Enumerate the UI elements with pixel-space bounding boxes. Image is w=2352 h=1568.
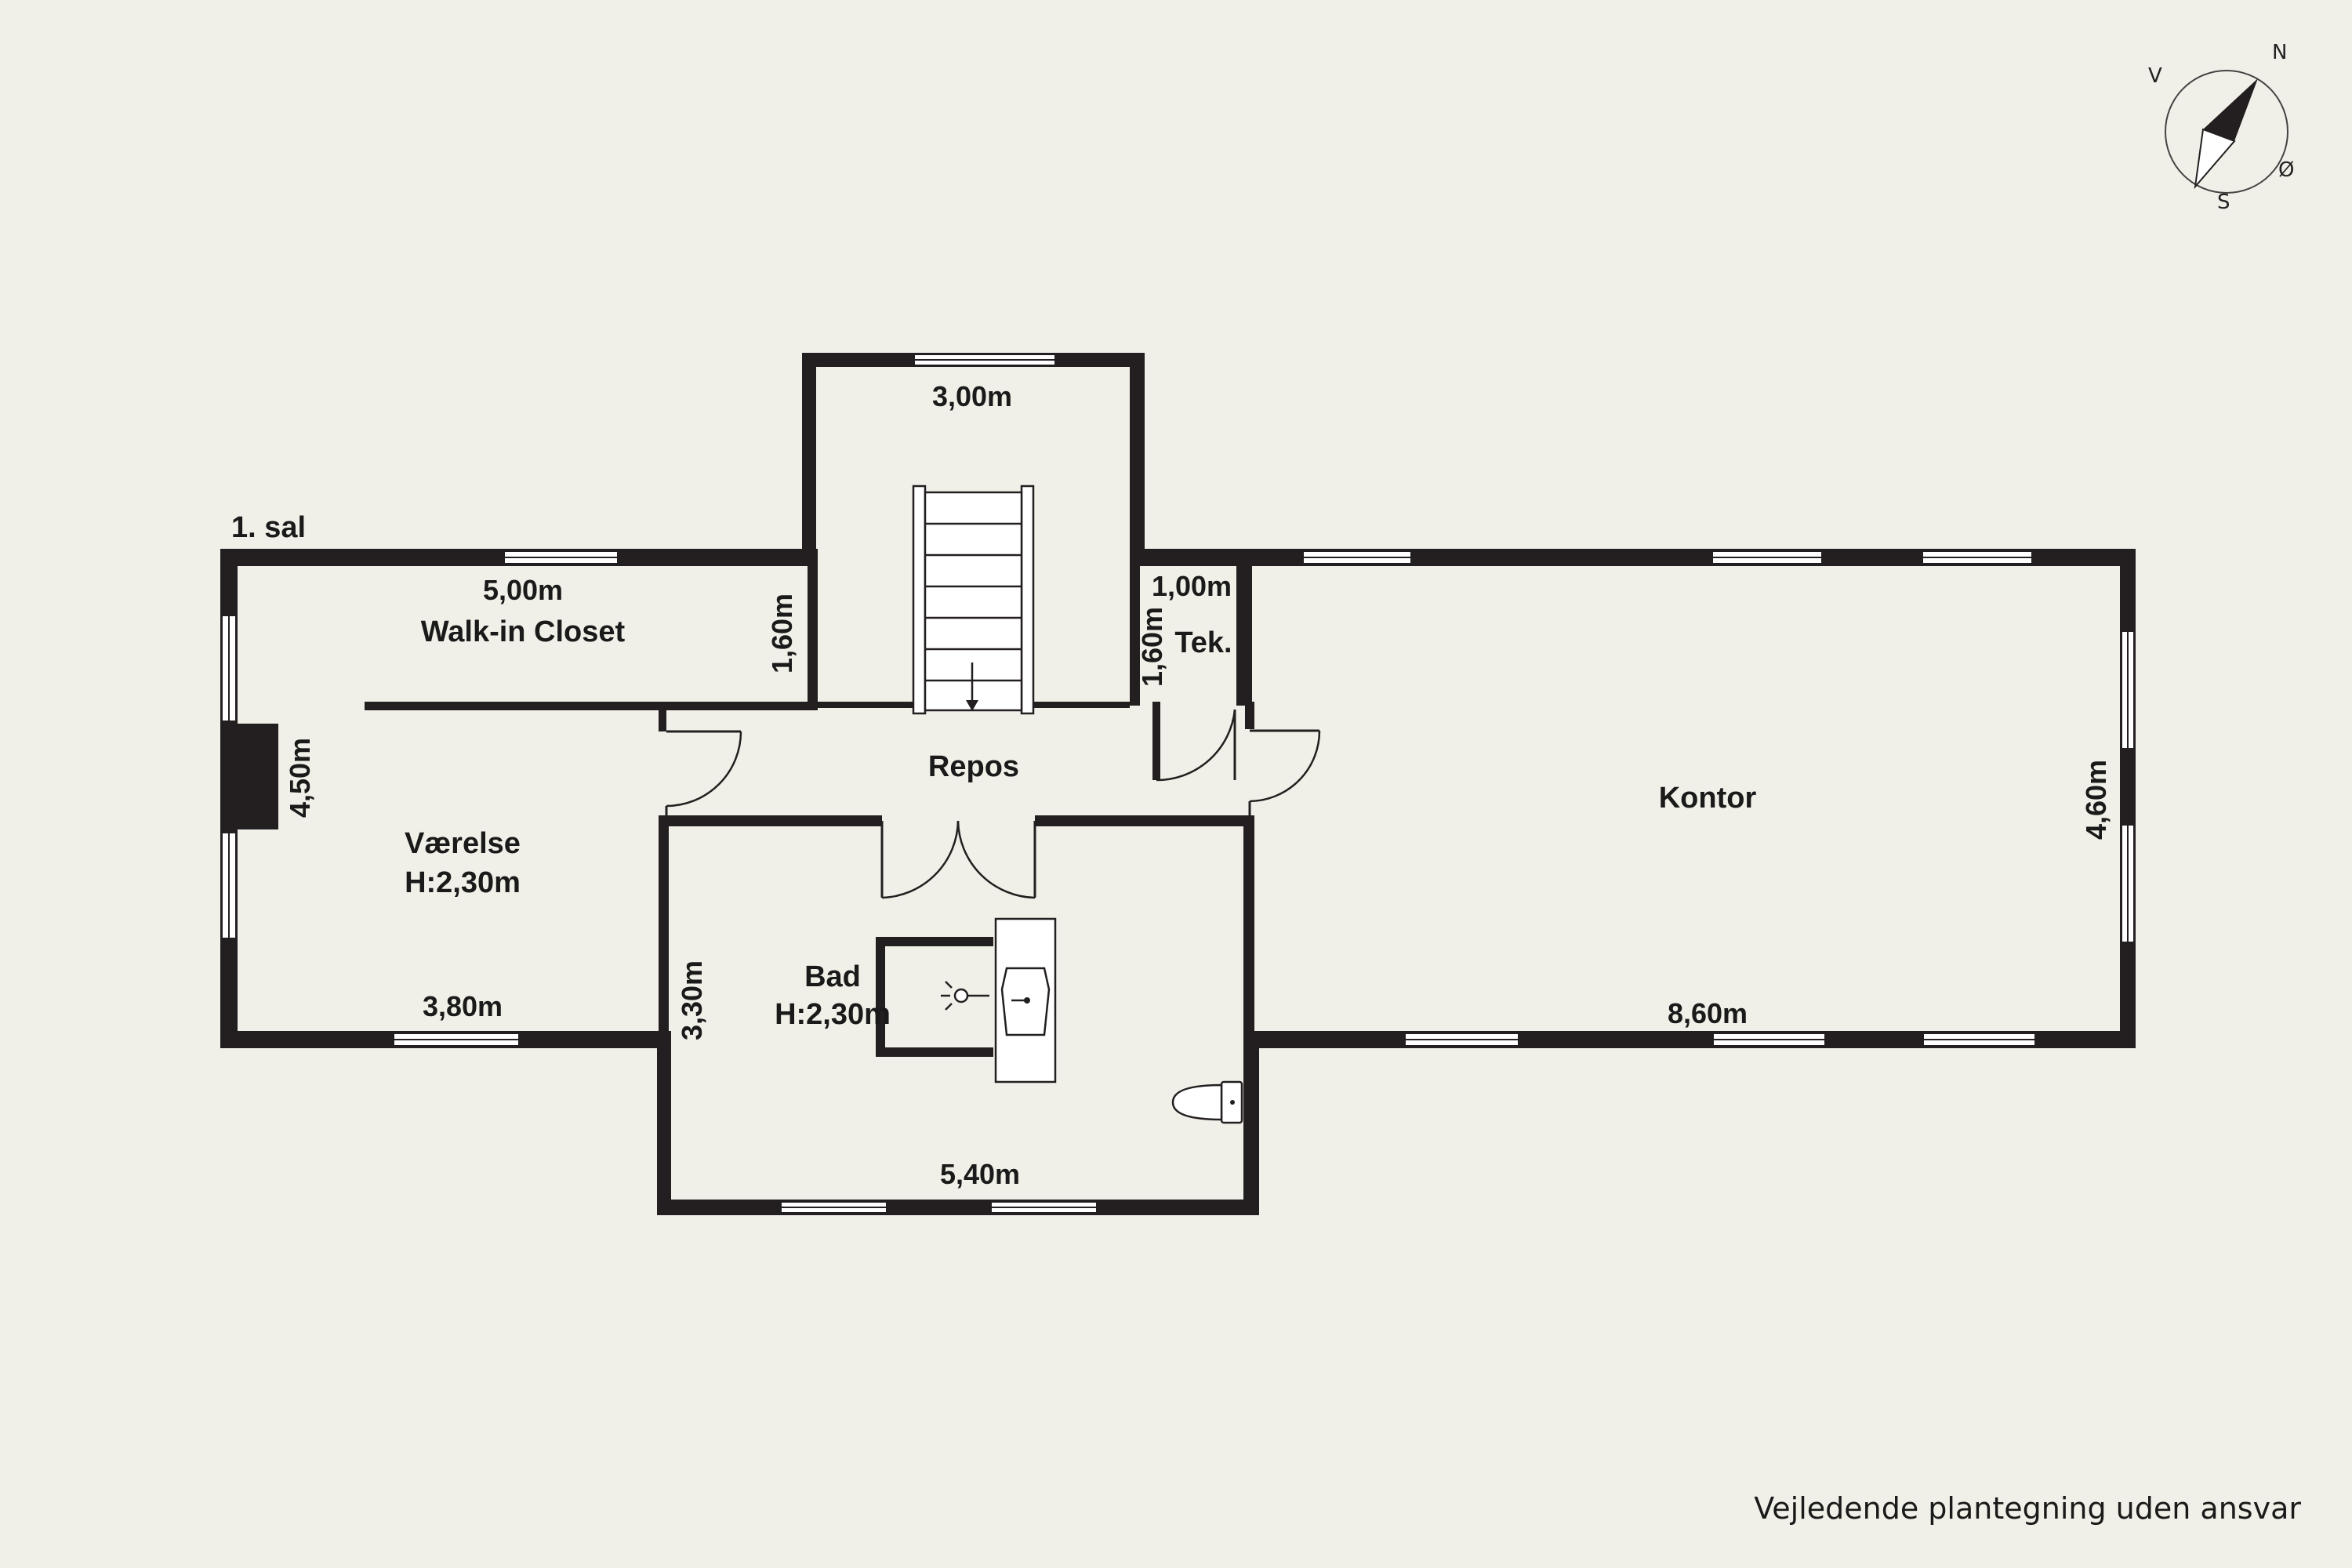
dim-kontor-depth: 4,60m	[2080, 760, 2112, 840]
dim-tek-width: 1,00m	[1152, 570, 1232, 602]
door-tek	[1155, 709, 1236, 782]
window-kontor-bottom-1	[1404, 1033, 1519, 1047]
dim-vaerelse-depth: 4,50m	[284, 738, 316, 818]
compass-needle-north	[2203, 78, 2258, 141]
staircase	[912, 485, 1035, 715]
door-kontor	[1248, 729, 1321, 815]
window-kontor-top-2	[1711, 550, 1823, 564]
window-kontor-bottom-2	[1712, 1033, 1826, 1047]
compass-n: N	[2272, 41, 2287, 64]
window-kontor-top-1	[1302, 550, 1412, 564]
dim-closet-depth: 1,60m	[766, 593, 798, 673]
bath-fixtures	[876, 917, 1243, 1124]
dimension-labels: 3,00m 5,00m 1,60m 1,00m 1,60m 4,50m 3,80…	[284, 380, 2112, 1190]
door-bad-double	[880, 820, 1036, 899]
label-vaerelse: Værelse	[405, 827, 521, 860]
compass-o: Ø	[2278, 158, 2294, 182]
window-kontor-right-1	[2121, 630, 2135, 750]
window-vaerelse-bottom	[393, 1033, 520, 1047]
door-vaerelse	[665, 730, 742, 815]
chimney	[222, 724, 278, 829]
room-labels: 1. sal Walk-in Closet Værelse H:2,30m Re…	[231, 511, 1756, 1031]
floor-label: 1. sal	[231, 511, 306, 544]
window-closet-top	[503, 550, 619, 564]
window-left-lower	[221, 832, 237, 939]
dim-tek-depth: 1,60m	[1136, 607, 1168, 687]
label-repos: Repos	[928, 750, 1019, 783]
window-bad-bottom-1	[780, 1201, 887, 1214]
walls	[220, 353, 2136, 1215]
disclaimer: Vejledende plantegning uden ansvar	[1754, 1491, 2301, 1526]
window-kontor-right-2	[2121, 824, 2135, 943]
window-left-upper	[221, 615, 237, 722]
toilet-icon	[1171, 1080, 1243, 1124]
label-vaerelse-height: H:2,30m	[405, 866, 521, 899]
compass-s: S	[2217, 191, 2230, 214]
window-bad-bottom-2	[990, 1201, 1098, 1214]
label-walk-in-closet: Walk-in Closet	[421, 615, 626, 648]
label-bad-height: H:2,30m	[775, 998, 891, 1031]
windows	[221, 354, 2135, 1214]
shower-head-icon	[941, 981, 989, 1011]
stair-direction-arrow	[966, 700, 978, 711]
dim-bad-width: 5,40m	[940, 1158, 1020, 1190]
window-kontor-bottom-3	[1922, 1033, 2036, 1047]
compass-needle-south	[2194, 128, 2236, 190]
label-kontor: Kontor	[1659, 782, 1757, 815]
compass: N V Ø S	[2148, 41, 2294, 214]
window-stair-top	[913, 354, 1056, 366]
dim-bad-depth: 3,30m	[676, 960, 708, 1040]
doors	[665, 709, 1321, 899]
dim-vaerelse-width: 3,80m	[423, 990, 503, 1022]
dim-closet-width: 5,00m	[483, 574, 563, 606]
dim-kontor-width: 8,60m	[1668, 997, 1748, 1029]
label-tek: Tek.	[1174, 626, 1232, 659]
window-kontor-top-3	[1922, 550, 2033, 564]
compass-v: V	[2148, 64, 2162, 88]
label-bad: Bad	[804, 960, 861, 993]
dim-stair-width: 3,00m	[932, 380, 1012, 412]
